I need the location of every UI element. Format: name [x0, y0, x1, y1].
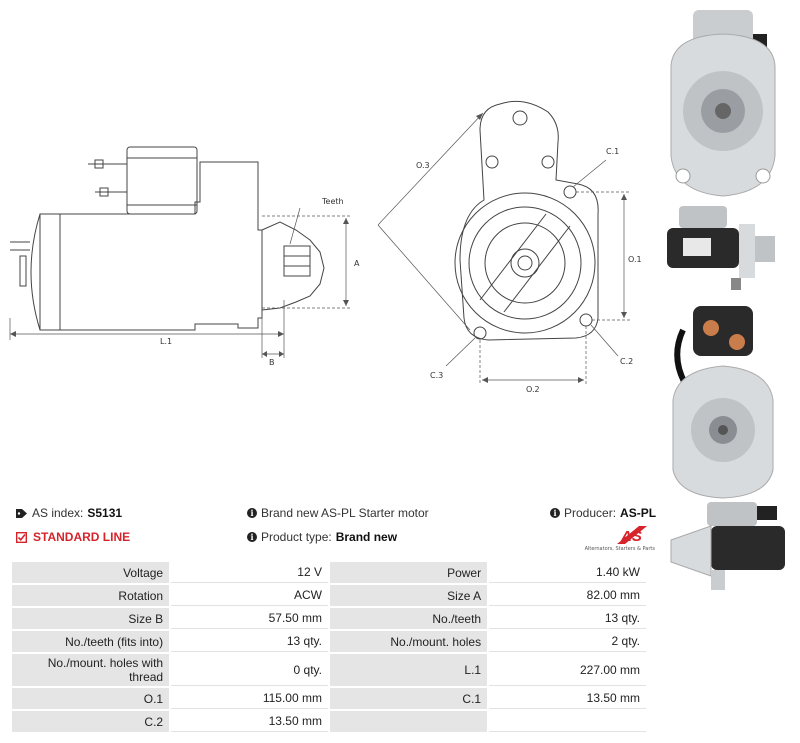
table-row: C.2 13.50 mm	[12, 711, 646, 732]
product-photo-side[interactable]	[665, 204, 777, 292]
product-type-value: Brand new	[335, 530, 398, 544]
spec-value: 1.40 kW	[489, 562, 646, 583]
logo-tagline: Alternators, Starters & Parts	[584, 546, 655, 552]
as-index-value: S5131	[87, 506, 123, 520]
checkbox-checked-icon	[16, 531, 27, 543]
spec-value: 13 qty.	[489, 608, 646, 629]
info-icon: i	[247, 532, 257, 542]
table-row: No./teeth (fits into) 13 qty. No./mount.…	[12, 631, 646, 652]
spec-value: 57.50 mm	[171, 608, 328, 629]
table-row: Voltage 12 V Power 1.40 kW	[12, 562, 646, 583]
spec-key: Size B	[12, 608, 170, 629]
spec-value: 82.00 mm	[489, 585, 646, 606]
spec-key: O.1	[12, 688, 170, 709]
product-photo-rear[interactable]	[663, 300, 783, 500]
mounting-flange-outline	[459, 100, 599, 341]
dimension-a-label: A	[354, 259, 360, 268]
info-icon: i	[550, 508, 560, 518]
spec-key: L.1	[329, 654, 488, 686]
as-pl-logo: AS Alternators, Starters & Parts	[583, 524, 655, 554]
table-row: No./mount. holes with thread 0 qty. L.1 …	[12, 654, 646, 686]
spec-value: 227.00 mm	[489, 654, 646, 686]
producer-value: AS-PL	[620, 506, 657, 520]
dimension-c1-label: C.1	[606, 147, 619, 156]
table-row: O.1 115.00 mm C.1 13.50 mm	[12, 688, 646, 709]
dimension-c3-label: C.3	[430, 371, 443, 380]
product-description: Brand new AS-PL Starter motor	[261, 506, 429, 520]
hole-c1	[563, 185, 577, 199]
description-row: i Brand new AS-PL Starter motor	[247, 506, 429, 520]
standard-line-row: STANDARD LINE	[16, 530, 130, 544]
dimension-c2-label: C.2	[620, 357, 633, 366]
table-row: Size B 57.50 mm No./teeth 13 qty.	[12, 608, 646, 629]
circle-outer	[454, 192, 596, 334]
hole-c3	[473, 326, 487, 340]
product-photo-angle[interactable]	[667, 500, 789, 596]
spec-value: 13.50 mm	[489, 688, 646, 709]
product-photo-front[interactable]	[663, 6, 783, 200]
info-icon: i	[247, 508, 257, 518]
spec-value	[489, 711, 646, 732]
specifications-table: Voltage 12 V Power 1.40 kW Rotation ACW …	[10, 560, 648, 734]
dimension-o2-label: O.2	[526, 385, 540, 394]
dimension-o1-label: O.1	[628, 255, 642, 264]
technical-drawing: Teeth A L.1 B O.3	[0, 0, 660, 410]
spec-key: No./mount. holes with thread	[12, 654, 170, 686]
spec-value: 12 V	[171, 562, 328, 583]
motor-body-outline	[39, 161, 263, 331]
technical-drawing-svg: Teeth A L.1 B O.3	[9, 100, 642, 394]
logo-text: AS	[620, 528, 642, 545]
product-photos	[655, 0, 800, 600]
dimension-b-label: B	[269, 358, 275, 367]
product-type-row: i Product type: Brand new	[247, 530, 397, 544]
standard-line-label: STANDARD LINE	[33, 530, 131, 544]
product-type-label: Product type:	[261, 530, 332, 544]
teeth-label: Teeth	[321, 197, 344, 206]
producer-label: Producer:	[564, 506, 617, 520]
spec-key: C.1	[329, 688, 488, 709]
spec-key: Size A	[329, 585, 488, 606]
spec-key: C.2	[12, 711, 170, 732]
dimension-l1-label: L.1	[160, 337, 172, 346]
as-pl-logo-mark: AS	[617, 526, 647, 545]
spec-value: 0 qty.	[171, 654, 328, 686]
spec-key: No./mount. holes	[329, 631, 488, 652]
solenoid-outline	[126, 146, 198, 215]
table-row: Rotation ACW Size A 82.00 mm	[12, 585, 646, 606]
hole-c2	[579, 313, 593, 327]
tag-icon	[16, 508, 27, 518]
spec-value: 115.00 mm	[171, 688, 328, 709]
dimension-o3-label: O.3	[416, 161, 430, 170]
producer-row: i Producer: AS-PL	[550, 506, 656, 520]
spec-key: Power	[329, 562, 488, 583]
as-index-row: AS index: S5131	[16, 506, 122, 520]
spec-key: No./teeth (fits into)	[12, 631, 170, 652]
spec-key: Voltage	[12, 562, 170, 583]
spec-key: Rotation	[12, 585, 170, 606]
spec-value: 13.50 mm	[171, 711, 328, 732]
spec-value: 13 qty.	[171, 631, 328, 652]
spec-key: No./teeth	[329, 608, 488, 629]
pinion-outline	[283, 245, 311, 277]
as-index-label: AS index:	[32, 506, 84, 520]
spec-value: ACW	[171, 585, 328, 606]
spec-key	[329, 711, 488, 732]
product-info: AS index: S5131 STANDARD LINE i Brand ne…	[10, 500, 656, 560]
spec-value: 2 qty.	[489, 631, 646, 652]
